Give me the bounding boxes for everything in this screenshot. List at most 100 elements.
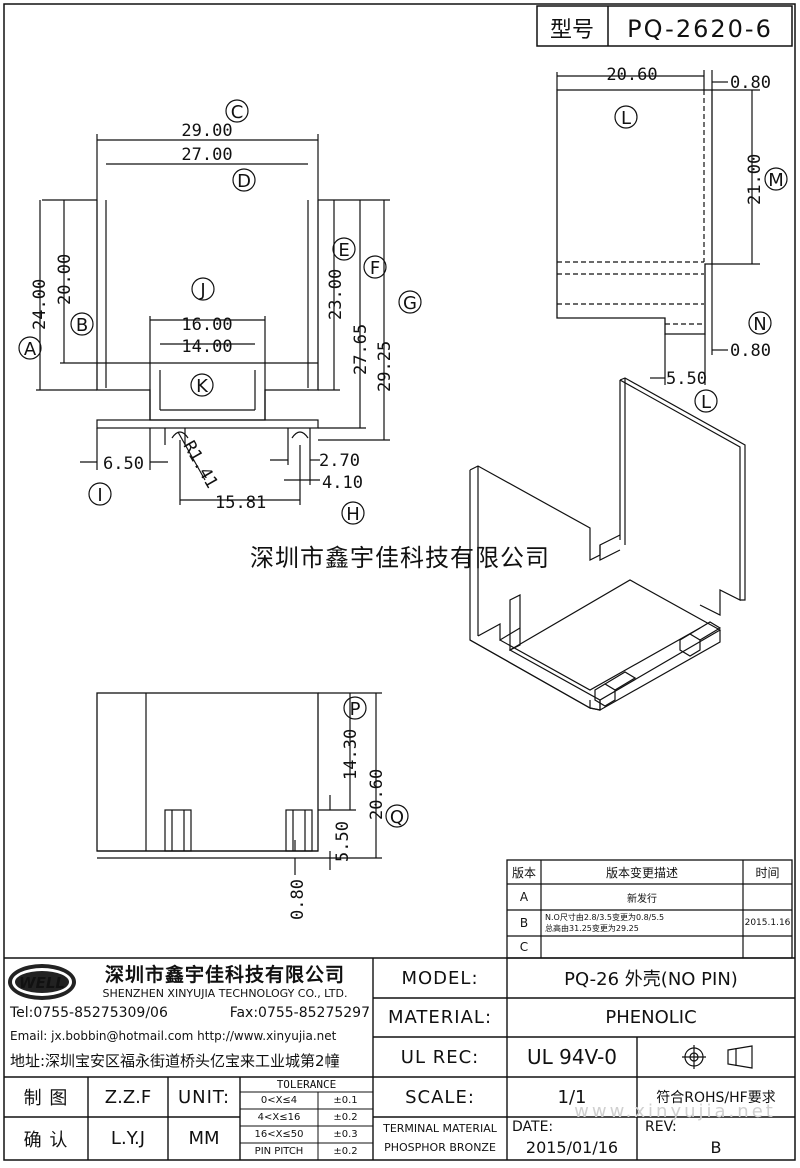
ul-rec-label: UL REC: xyxy=(400,1046,480,1068)
label-k: K xyxy=(196,376,209,397)
label-l-side: L xyxy=(621,108,631,129)
label-m: M xyxy=(768,170,784,191)
ul-rec-value: UL 94V-0 xyxy=(526,1045,618,1069)
dim-2-70: 2.70 xyxy=(319,451,360,471)
date-label: DATE: xyxy=(512,1119,554,1135)
rev-row-a-version: A xyxy=(519,890,529,904)
company-name-cn: 深圳市鑫宇佳科技有限公司 xyxy=(104,963,345,986)
label-a: A xyxy=(24,339,37,360)
rev-header-description: 版本变更描述 xyxy=(605,865,678,880)
dim-29-25: 29.25 xyxy=(375,341,395,392)
label-f: F xyxy=(370,258,380,279)
iso-back-wall xyxy=(619,379,741,616)
date-value: 2015/01/16 xyxy=(525,1137,619,1157)
label-e: E xyxy=(338,240,349,261)
dim-0-80-side-bottom: 0.80 xyxy=(730,341,771,361)
logo-text: WELL xyxy=(19,974,65,992)
model-label: MODEL: xyxy=(401,967,479,989)
watermark-company: 深圳市鑫宇佳科技有限公司 xyxy=(250,544,550,572)
dim-r1-41: R1.41 xyxy=(179,438,222,492)
tolerance-value-3: ±0.3 xyxy=(333,1129,358,1140)
scale-label: SCALE: xyxy=(405,1086,475,1108)
unit-value: MM xyxy=(188,1128,220,1149)
dim-4-10: 4.10 xyxy=(322,473,363,493)
dim-20-60-side: 20.60 xyxy=(606,65,657,85)
rev-row-a-description: 新发行 xyxy=(627,893,657,905)
dim-27-00: 27.00 xyxy=(181,145,232,165)
dim-20-00: 20.00 xyxy=(55,254,75,305)
dim-24-00: 24.00 xyxy=(30,279,50,330)
front-view: 14.30 20.60 5.50 0.80 P Q xyxy=(96,692,409,920)
terminal-material-label: TERMINAL MATERIAL xyxy=(383,1121,497,1135)
dim-0-80-front: 0.80 xyxy=(288,879,308,920)
dim-20-60-front: 20.60 xyxy=(367,769,387,820)
side-view: 20.60 0.80 21.00 0.80 5.50 L M N L xyxy=(556,65,788,413)
top-view: 29.00 27.00 24.00 20.00 23.00 27.65 29.2… xyxy=(18,99,422,525)
tolerance-value-4: ±0.2 xyxy=(333,1146,358,1157)
company-logo: WELL xyxy=(8,964,76,1000)
dim-15-81: 15.81 xyxy=(215,493,266,513)
label-p: P xyxy=(350,699,361,720)
unit-label: UNIT: xyxy=(177,1086,231,1108)
dim-0-80-side-top: 0.80 xyxy=(730,73,771,93)
header-model-label: 型号 xyxy=(550,18,594,43)
material-label: MATERIAL: xyxy=(387,1007,493,1028)
terminal-material-value: PHOSPHOR BRONZE xyxy=(384,1140,496,1154)
tolerance-range-1: 0<X≤4 xyxy=(260,1095,298,1106)
dim-5-50-front: 5.50 xyxy=(333,821,353,862)
label-c: C xyxy=(231,102,244,123)
rev-label: REV: xyxy=(645,1119,677,1135)
rohs-note: 符合ROHS/HF要求 xyxy=(656,1090,776,1106)
rev-row-b-description-1: N.O尺寸由2.8/3.5变更为0.8/5.5 xyxy=(545,913,665,922)
tolerance-range-2: 4<X≤16 xyxy=(257,1112,301,1123)
dim-14-30: 14.30 xyxy=(341,729,361,780)
dim-23-00: 23.00 xyxy=(326,269,346,320)
company-name-en: SHENZHEN XINYUJIA TECHNOLOGY CO., LTD. xyxy=(102,986,348,1000)
scale-value: 1/1 xyxy=(557,1086,587,1108)
ul-symbols xyxy=(682,1045,753,1069)
label-b: B xyxy=(76,315,88,336)
material-value: PHENOLIC xyxy=(605,1007,697,1028)
company-fax: Fax:0755-85275297 xyxy=(229,1005,370,1021)
label-j: J xyxy=(199,280,205,301)
tolerance-range-3: 16<X≤50 xyxy=(254,1129,304,1140)
label-q: Q xyxy=(390,807,404,828)
label-l-bottom: L xyxy=(701,392,711,413)
company-email: Email: jx.bobbin@hotmail.com http://www.… xyxy=(10,1029,337,1043)
label-i: I xyxy=(97,485,102,506)
company-tel: Tel:0755-85275309/06 xyxy=(10,1005,168,1021)
rev-row-b-date: 2015.1.16 xyxy=(744,918,791,928)
rev-value: B xyxy=(710,1137,722,1157)
side-view-outline xyxy=(556,89,713,335)
dim-16-00: 16.00 xyxy=(181,315,232,335)
drawn-value: Z.Z.F xyxy=(104,1086,152,1108)
pin-notch-right xyxy=(287,428,311,445)
title-block-grid xyxy=(4,957,795,1160)
rev-header-date: 时间 xyxy=(755,865,780,880)
label-h: H xyxy=(346,504,360,525)
rev-row-b-description-2: 总高由31.25变更为29.25 xyxy=(545,924,639,933)
front-view-outline xyxy=(96,692,319,852)
isometric-view xyxy=(469,377,746,712)
label-g: G xyxy=(403,293,417,314)
checked-value: L.Y.J xyxy=(110,1128,146,1149)
model-value: PQ-26 外壳(NO PIN) xyxy=(564,969,738,990)
tolerance-range-4: PIN PITCH xyxy=(254,1146,304,1157)
drawn-label: 制 图 xyxy=(23,1088,69,1109)
watermark-url: www.xinyujia.net xyxy=(574,1100,776,1122)
company-address: 地址:深圳宝安区福永街道桥头亿宝来工业城第2幢 xyxy=(10,1051,340,1070)
tolerance-title: TOLERANCE xyxy=(276,1078,337,1091)
tolerance-value-1: ±0.1 xyxy=(333,1095,358,1106)
checked-label: 确 认 xyxy=(23,1129,69,1151)
sheet-border xyxy=(3,3,796,1161)
rev-row-b-version: B xyxy=(519,916,529,930)
dim-29-00: 29.00 xyxy=(181,121,232,141)
dim-6-50: 6.50 xyxy=(103,454,144,474)
rev-row-c-version: C xyxy=(519,940,529,954)
header-model-box: 型号 PQ-2620-6 xyxy=(536,5,793,47)
label-d: D xyxy=(237,171,251,192)
pin-notch-left xyxy=(164,428,186,445)
label-n: N xyxy=(753,314,766,335)
